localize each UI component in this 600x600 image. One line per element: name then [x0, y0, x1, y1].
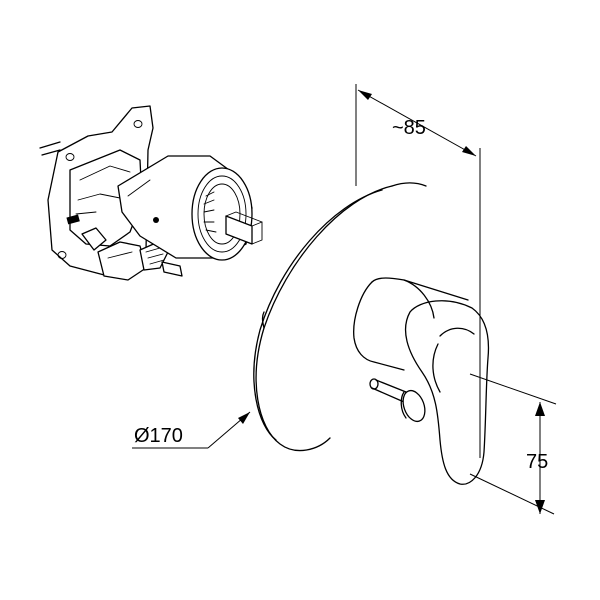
trim-plate-assembly [253, 182, 490, 485]
height-dimension-label: 75 [526, 451, 548, 473]
diameter-dimension: Ø170 [132, 411, 251, 449]
depth-dimension: ~85 [355, 84, 481, 458]
concealed-valve-body [39, 105, 263, 281]
depth-dimension-label: ~85 [392, 117, 426, 139]
diameter-dimension-label: Ø170 [134, 425, 183, 447]
height-dimension: 75 [469, 373, 557, 515]
